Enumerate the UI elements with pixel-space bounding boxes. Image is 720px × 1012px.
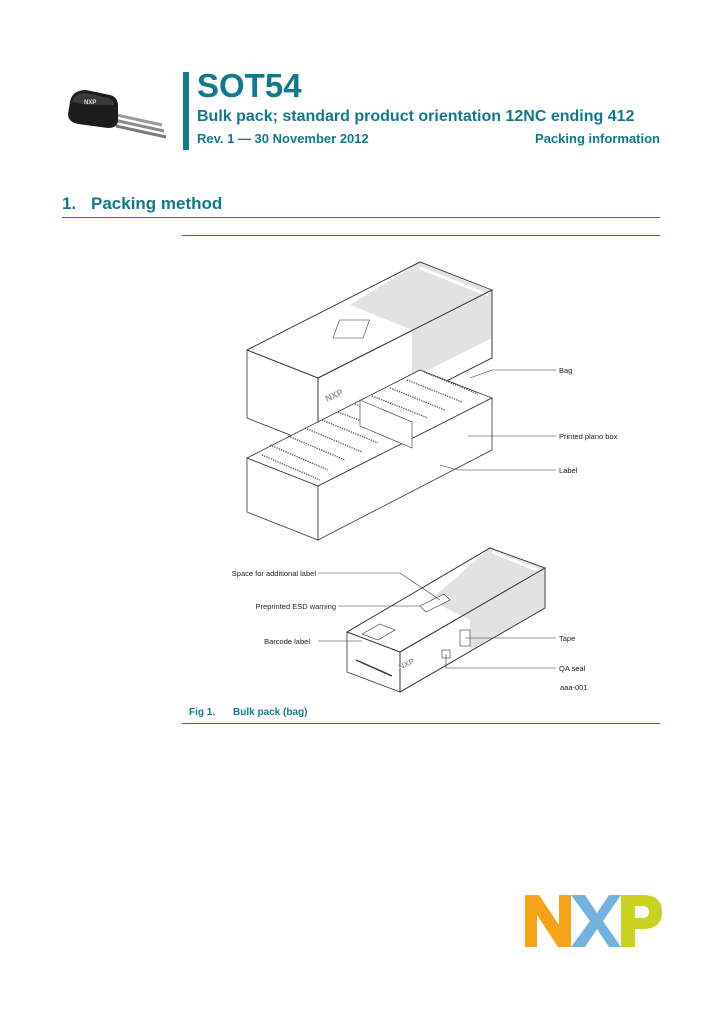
label-space-additional: Space for additional label bbox=[232, 569, 317, 578]
figure-caption-text: Bulk pack (bag) bbox=[233, 707, 308, 718]
figure-caption-number: Fig 1. bbox=[189, 707, 216, 718]
section-heading: 1. Packing method bbox=[62, 194, 222, 214]
document-title: SOT54 bbox=[197, 67, 302, 104]
figure-top-divider bbox=[182, 235, 660, 236]
document-subtitle: Bulk pack; standard product orientation … bbox=[197, 108, 635, 125]
section-number: 1. bbox=[62, 194, 77, 213]
label-qa-seal: QA seal bbox=[559, 664, 586, 673]
label-tape: Tape bbox=[559, 634, 575, 643]
figure-code: aaa-001 bbox=[560, 683, 588, 692]
header-accent-bar bbox=[183, 72, 189, 150]
figure-bottom-divider bbox=[182, 723, 660, 724]
bulk-pack-figure: NXP NXP bbox=[232, 261, 618, 693]
svg-text:NXP: NXP bbox=[84, 100, 96, 106]
section-title: Packing method bbox=[91, 194, 223, 213]
sot54-package-icon: NXP bbox=[68, 90, 167, 139]
label-esd-warning: Preprinted ESD warning bbox=[256, 602, 336, 611]
figure-caption: Fig 1. Bulk pack (bag) bbox=[189, 707, 307, 718]
label-printed-box: Printed plano box bbox=[559, 432, 618, 441]
tray-side bbox=[317, 397, 493, 541]
revision-date: Rev. 1 — 30 November 2012 bbox=[197, 131, 369, 146]
nxp-logo bbox=[525, 895, 662, 947]
section-divider bbox=[62, 217, 660, 218]
label-barcode: Barcode label bbox=[264, 637, 310, 646]
label-label: Label bbox=[559, 466, 578, 475]
document-type: Packing information bbox=[535, 131, 660, 146]
label-bag: Bag bbox=[559, 366, 572, 375]
